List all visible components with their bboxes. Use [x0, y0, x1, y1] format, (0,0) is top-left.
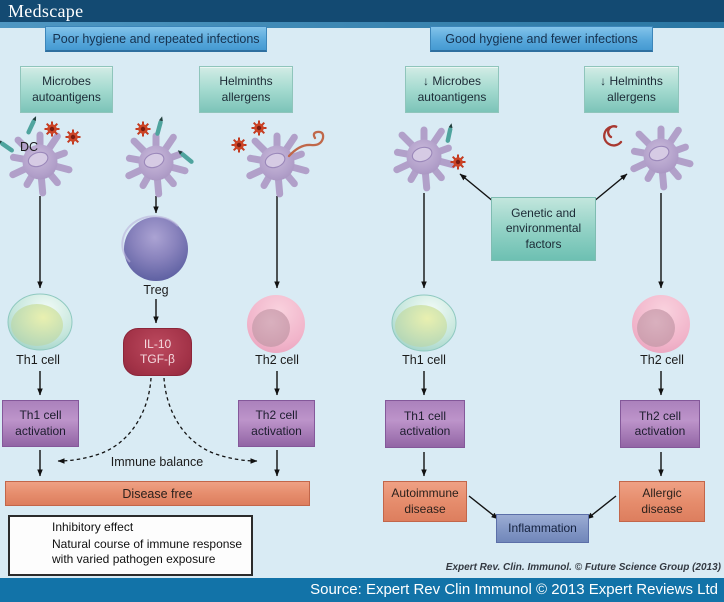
th2-cell-right — [632, 295, 690, 353]
bacteria-rod-icon — [154, 115, 165, 137]
microbes-autoantigens-box-right: ↓ Microbes autoantigens — [405, 66, 499, 113]
treg-cell — [121, 215, 188, 281]
arrow-genetic-dc4 — [459, 173, 495, 203]
helminth-worm-icon — [603, 125, 623, 147]
virus-icon — [449, 153, 467, 171]
th1-cell-right — [391, 294, 457, 352]
th1-label-right: Th1 cell — [402, 353, 446, 367]
virus-icon — [134, 120, 152, 138]
dendritic-cell-3 — [250, 136, 306, 194]
arrow-autoimmune-inflammation — [468, 495, 499, 520]
bacteria-rod-icon — [445, 122, 454, 144]
dendritic-cell-4 — [397, 130, 453, 188]
legend-inhibitory-label: Inhibitory effect — [52, 520, 134, 534]
dc-label: DC — [20, 140, 39, 154]
inhibitory-curve-right — [163, 377, 258, 464]
inhibitory-arrows — [57, 377, 258, 464]
il10-tgfb-box: IL-10 TGF-β — [123, 328, 192, 376]
microbes-autoantigens-box-left: Microbes autoantigens — [20, 66, 113, 113]
helminths-allergens-box-left: Helminths allergens — [199, 66, 293, 113]
inflammation-box: Inflammation — [496, 514, 589, 543]
th2-label-left: Th2 cell — [255, 353, 299, 367]
dendritic-cell-5 — [634, 129, 690, 187]
th1-label-left: Th1 cell — [16, 353, 60, 367]
source-text: Source: Expert Rev Clin Immunol © 2013 E… — [310, 581, 718, 598]
medscape-logo: Medscape — [8, 1, 84, 21]
th2-activation-box-left: Th2 cell activation — [238, 400, 315, 447]
immune-balance-label: Immune balance — [110, 455, 204, 469]
helminth-worm-icon — [287, 130, 325, 158]
legend-box — [8, 515, 253, 576]
legend-natural-course-label: Natural course of immune response with v… — [52, 537, 243, 567]
th2-label-right: Th2 cell — [640, 353, 684, 367]
helminths-allergens-box-right: ↓ Helminths allergens — [584, 66, 679, 113]
inhibitory-curve-left — [57, 377, 152, 464]
dendritic-cell-2 — [129, 136, 185, 194]
genetic-environmental-factors-box: Genetic and environmental factors — [491, 197, 596, 261]
virus-icon — [43, 120, 61, 138]
left-panel-title: Poor hygiene and repeated infections — [45, 26, 267, 52]
virus-icon — [64, 128, 82, 146]
virus-icon — [230, 136, 248, 154]
right-panel-title: Good hygiene and fewer infections — [430, 26, 653, 52]
arrow-allergic-inflammation — [586, 495, 617, 520]
disease-free-box: Disease free — [5, 481, 310, 506]
th1-cell-left — [7, 293, 73, 351]
accent-strip — [0, 22, 724, 28]
flow-arrows — [37, 173, 664, 520]
journal-credit-line: Expert Rev. Clin. Immunol. © Future Scie… — [445, 562, 721, 573]
th1-activation-box-right: Th1 cell activation — [385, 400, 465, 448]
th1-activation-box-left: Th1 cell activation — [2, 400, 79, 447]
source-bar: Source: Expert Rev Clin Immunol © 2013 E… — [0, 578, 724, 602]
virus-icon — [250, 119, 268, 137]
th2-activation-box-right: Th2 cell activation — [620, 400, 700, 448]
treg-label: Treg — [143, 283, 169, 297]
bacteria-rod-icon — [0, 138, 15, 154]
allergic-disease-box: Allergic disease — [619, 481, 705, 522]
bacteria-rod-icon — [25, 115, 39, 136]
medscape-top-bar: Medscape — [0, 0, 724, 22]
th2-cell-left — [247, 295, 305, 353]
arrow-genetic-dc5 — [592, 173, 628, 203]
autoimmune-disease-box: Autoimmune disease — [383, 481, 467, 522]
